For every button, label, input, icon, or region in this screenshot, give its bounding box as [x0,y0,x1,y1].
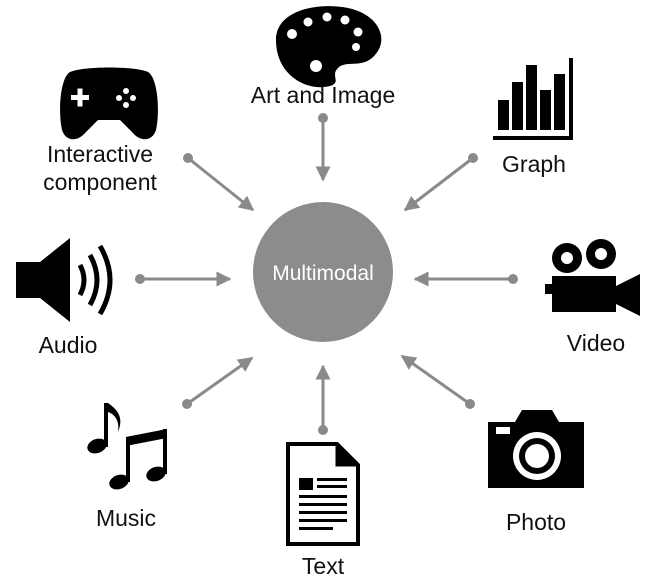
video-camera-icon [545,239,640,316]
gamepad-icon [60,67,158,140]
connector-art-image [315,113,331,182]
interactive-label-line1: Interactive [47,141,153,167]
audio-label: Audio [39,332,98,358]
node-text: Text [286,442,360,579]
connector-video [413,271,518,287]
music-label: Music [96,505,156,531]
document-icon [286,442,360,546]
palette-icon [276,6,382,88]
node-audio: Audio [16,238,113,358]
interactive-label-line2: component [43,169,157,195]
photo-camera-icon [488,410,584,488]
music-note-icon [87,403,167,490]
center-label: Multimodal [272,262,374,285]
node-graph: Graph [493,58,573,177]
connector-photo [400,354,475,409]
connector-interactive [183,153,255,212]
node-art-image: Art and Image [251,6,395,108]
node-interactive: Interactive component [43,67,158,195]
bar-chart-icon [493,58,573,140]
graph-label: Graph [502,151,566,177]
connector-audio [135,271,232,287]
text-label: Text [302,553,345,579]
photo-label: Photo [506,509,566,535]
node-photo: Photo [488,410,584,535]
art-image-label: Art and Image [251,82,395,108]
node-music: Music [87,403,167,531]
center-circle [253,202,393,342]
node-video: Video [545,239,640,356]
center-node: Multimodal [253,202,393,342]
video-label: Video [567,330,625,356]
speaker-icon [16,238,113,322]
connector-graph [403,153,478,212]
connector-music [182,356,254,409]
connector-text [315,364,331,435]
